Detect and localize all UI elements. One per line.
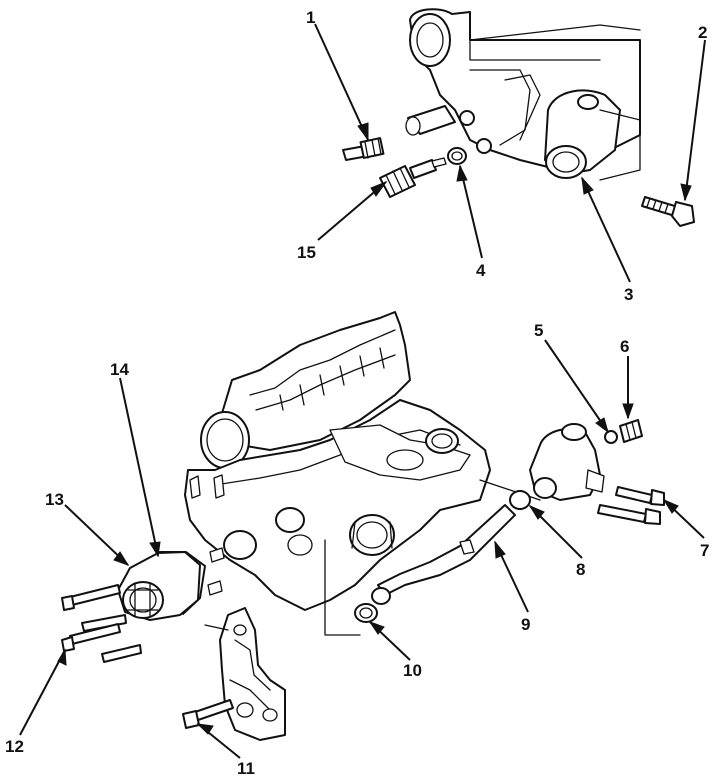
coolant-sensor-shape: [619, 419, 643, 443]
callout-6: 6: [620, 337, 629, 356]
callout-1: 1: [306, 8, 315, 27]
callout-15: 15: [297, 243, 316, 262]
bracket-bolt-shape: [182, 699, 234, 729]
engine-bracket-shape: [204, 607, 286, 741]
callout-labels: 1 2 3 4 5 6 7 8 9 10 11 12 13 14 15: [5, 8, 709, 778]
temperature-switch-shape: [379, 157, 447, 198]
engine-block-assembly: [184, 311, 541, 636]
callout-4: 4: [476, 261, 486, 280]
outlet-housing-shape: [529, 423, 605, 501]
thermostat-bolt-shape: [641, 196, 695, 227]
outlet-gasket-shape: [509, 490, 531, 510]
temperature-sensor-shape: [342, 137, 385, 161]
outlet-bolts-shape: [597, 486, 665, 525]
callout-12: 12: [5, 737, 24, 756]
water-pump-shape: [117, 551, 201, 621]
callout-8: 8: [576, 560, 585, 579]
arrowheads: [57, 122, 692, 735]
water-pump-gasket-shape: [157, 551, 206, 615]
callout-3: 3: [624, 285, 633, 304]
coolant-pipe-shape: [371, 504, 516, 605]
callout-5: 5: [534, 321, 543, 340]
callout-7: 7: [700, 541, 709, 560]
callout-14: 14: [110, 360, 129, 379]
callout-13: 13: [45, 490, 64, 509]
sensor-washer-shape: [604, 430, 618, 444]
callout-11: 11: [237, 759, 255, 778]
thermostat-housing-shape: [544, 89, 641, 181]
callout-10: 10: [403, 661, 422, 680]
callout-9: 9: [521, 615, 530, 634]
callout-2: 2: [698, 23, 707, 42]
water-pump-bolts-shape: [61, 584, 142, 663]
top-detail-assembly: [342, 8, 695, 227]
